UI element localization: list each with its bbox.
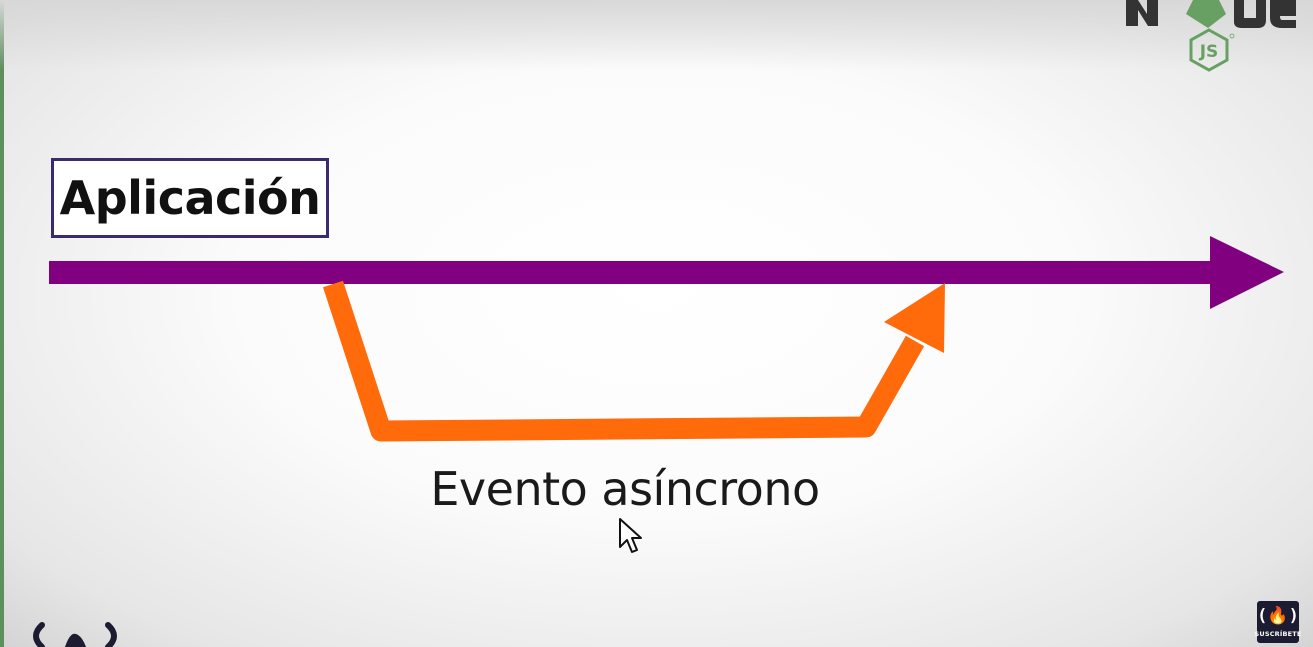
main-timeline-arrowhead (1210, 236, 1284, 309)
mouse-pointer-icon (619, 518, 642, 553)
async-event-label: Evento asíncrono (430, 462, 820, 516)
async-event-path (323, 280, 925, 442)
svg-text:JS: JS (1199, 42, 1219, 62)
application-label: Aplicación (59, 171, 321, 225)
nodejs-logo-icon: JS (1126, 0, 1296, 72)
freecodecamp-flame-icon: (🔥) (1257, 606, 1299, 626)
left-edge-strip (0, 0, 4, 647)
main-timeline-line (49, 261, 1215, 284)
subscribe-button[interactable]: (🔥) SUSCRÍBETE (1254, 601, 1302, 643)
application-box: Aplicación (51, 158, 329, 238)
freecodecamp-logo-icon (33, 622, 117, 647)
subscribe-label: SUSCRÍBETE (1254, 630, 1302, 638)
top-shadow (0, 0, 1313, 70)
async-event-arrowhead (884, 283, 945, 353)
